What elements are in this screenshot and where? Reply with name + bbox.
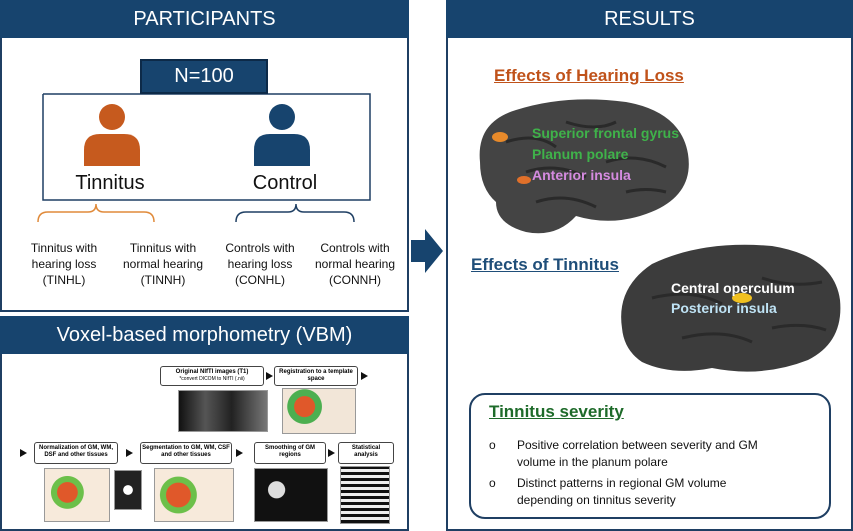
subgroup-line: Controls with xyxy=(225,241,295,255)
region-label: Posterior insula xyxy=(671,300,777,316)
group-tinnitus-label: Tinnitus xyxy=(50,172,170,195)
subgroup-line: (CONHL) xyxy=(235,273,285,287)
step-note: *convert DICOM to NIfTI (.nii) xyxy=(179,376,245,382)
bullet-line: volume in the planum polare xyxy=(517,455,668,469)
step-smoothing: Smoothing of GM regions xyxy=(254,442,326,464)
region-label: Planum polare xyxy=(532,146,629,162)
brain-tinnitus-image xyxy=(621,244,841,372)
bullet-line: Distinct patterns in regional GM volume xyxy=(517,476,727,490)
subgroup-line: (TINHL) xyxy=(42,273,86,287)
step-normalization: Normalization of GM, WM, DSF and other t… xyxy=(34,442,118,464)
vbm-header: Voxel-based morphometry (VBM) xyxy=(0,316,409,354)
subgroup-line: hearing loss xyxy=(31,257,97,271)
participants-header: PARTICIPANTS xyxy=(0,0,409,38)
tinnitus-severity-title: Tinnitus severity xyxy=(489,402,624,421)
results-header: RESULTS xyxy=(446,0,853,38)
mri-sagittal-stack-image xyxy=(178,390,268,432)
right-arrow-icon xyxy=(328,449,335,457)
tissue-map-image xyxy=(114,470,142,510)
right-arrow-icon xyxy=(361,372,368,380)
right-arrow-icon xyxy=(411,229,443,273)
right-arrow-icon xyxy=(266,372,273,380)
tinnitus-severity-box xyxy=(469,393,831,519)
template-registration-image xyxy=(282,388,356,434)
bullet-icon: o xyxy=(489,438,496,452)
statistics-image xyxy=(340,466,390,524)
subgroup-line: (TINNH) xyxy=(140,273,186,287)
normalization-image xyxy=(44,468,110,522)
bullet-icon: o xyxy=(489,476,496,490)
right-arrow-icon xyxy=(126,449,133,457)
person-icon xyxy=(84,104,140,166)
subgroup-conhl: Controls with hearing loss (CONHL) xyxy=(210,240,310,288)
bullet-line: depending on tinnitus severity xyxy=(517,493,676,507)
right-arrow-icon xyxy=(20,449,27,457)
segmentation-image xyxy=(154,468,234,522)
step-registration: Registration to a template space xyxy=(274,366,358,386)
region-label: Central operculum xyxy=(671,280,795,296)
tinnitus-effects-title: Effects of Tinnitus xyxy=(471,255,619,274)
step-segmentation: Segmentation to GM, WM, CSF and other ti… xyxy=(140,442,232,464)
subgroup-line: normal hearing xyxy=(314,257,396,271)
step-statistical-analysis: Statistical analysis xyxy=(338,442,394,464)
severity-bullet-item: o Distinct patterns in regional GM volum… xyxy=(489,475,819,509)
severity-bullet-item: o Positive correlation between severity … xyxy=(489,437,819,471)
region-label: Anterior insula xyxy=(532,167,631,183)
step-title: Original NIfTI images (T1) xyxy=(175,369,249,375)
hearing-loss-title: Effects of Hearing Loss xyxy=(494,66,684,85)
subgroup-connh: Controls with normal hearing (CONNH) xyxy=(302,240,408,288)
subgroup-tinhl: Tinnitus with hearing loss (TINHL) xyxy=(14,240,114,288)
right-arrow-icon xyxy=(236,449,243,457)
region-label: Superior frontal gyrus xyxy=(532,125,680,141)
participants-tree-lines xyxy=(37,93,371,223)
subgroup-line: Tinnitus with xyxy=(129,241,197,255)
subgroup-line: Tinnitus with xyxy=(30,241,98,255)
group-control-label: Control xyxy=(225,172,345,195)
subgroup-line: hearing loss xyxy=(227,257,293,271)
subgroup-line: (CONNH) xyxy=(329,273,381,287)
brain-hearing-loss-image xyxy=(479,99,689,234)
person-icon xyxy=(254,104,310,166)
participants-panel xyxy=(0,0,409,312)
bullet-line: Positive correlation between severity an… xyxy=(517,438,758,452)
subgroup-line: Controls with xyxy=(320,241,390,255)
total-count-box: N=100 xyxy=(140,59,268,94)
smoothing-image xyxy=(254,468,328,522)
subgroup-line: normal hearing xyxy=(122,257,204,271)
step-original-images: Original NIfTI images (T1) *convert DICO… xyxy=(160,366,264,386)
subgroup-tinnh: Tinnitus with normal hearing (TINNH) xyxy=(108,240,218,288)
